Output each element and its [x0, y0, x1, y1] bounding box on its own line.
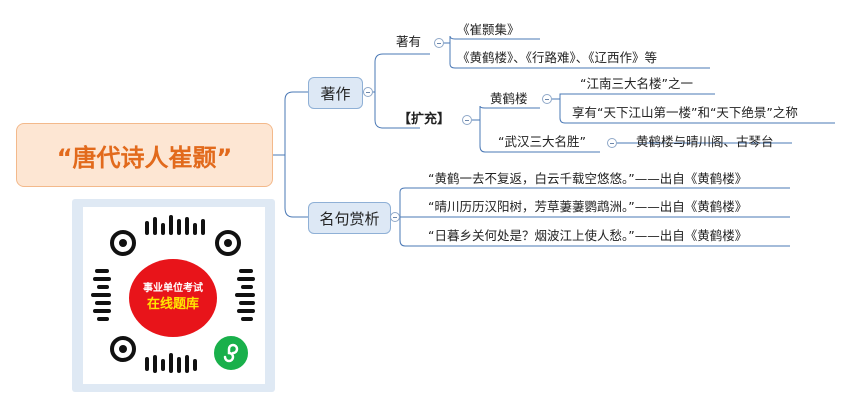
quote-item[interactable]: “晴川历历汉阳树，芳草萋萋鹦鹉洲。”——出自《黄鹤楼》 — [428, 199, 748, 214]
branch-quotes-label: 名句赏析 — [319, 209, 380, 228]
branch-works-label: 著作 — [320, 84, 351, 103]
root-node[interactable]: “唐代诗人崔颢” — [16, 123, 273, 187]
node-item[interactable]: “江南三大名楼”之一 — [580, 76, 693, 91]
collapse-icon[interactable] — [462, 115, 472, 125]
mini-program-icon — [212, 334, 250, 372]
qr-pattern — [91, 215, 255, 373]
badge-line-1: 事业单位考试 — [143, 283, 203, 294]
branch-quotes[interactable]: 名句赏析 — [308, 202, 391, 234]
node-item[interactable]: 黄鹤楼与晴川阁、古琴台 — [636, 134, 774, 149]
badge-line-2: 在线题库 — [146, 297, 199, 312]
node-item[interactable]: 享有“天下江山第一楼”和“天下绝景”之称 — [572, 105, 798, 120]
node-item[interactable]: 《黄鹤楼》、《行路难》、《辽西作》等 — [457, 50, 658, 65]
branch-works[interactable]: 著作 — [308, 77, 363, 109]
collapse-icon[interactable] — [607, 138, 617, 148]
collapse-icon[interactable] — [363, 87, 373, 97]
qr-center-badge: 事业单位考试 在线题库 — [129, 259, 217, 337]
root-title: “唐代诗人崔颢” — [56, 143, 233, 172]
quote-item[interactable]: “日暮乡关何处是？烟波江上使人愁。”——出自《黄鹤楼》 — [428, 228, 748, 243]
quote-item[interactable]: “黄鹤一去不复返，白云千载空悠悠。”——出自《黄鹤楼》 — [428, 171, 748, 186]
node-huanghelou[interactable]: 黄鹤楼 — [490, 91, 528, 106]
node-zhuyou[interactable]: 著有 — [396, 34, 422, 49]
node-item[interactable]: 《崔颢集》 — [457, 22, 520, 37]
collapse-icon[interactable] — [390, 212, 400, 222]
collapse-icon[interactable] — [434, 38, 444, 48]
collapse-icon[interactable] — [542, 94, 552, 104]
node-wuhan[interactable]: “武汉三大名胜” — [498, 134, 586, 149]
node-expand[interactable]: 【扩充】 — [398, 112, 451, 127]
